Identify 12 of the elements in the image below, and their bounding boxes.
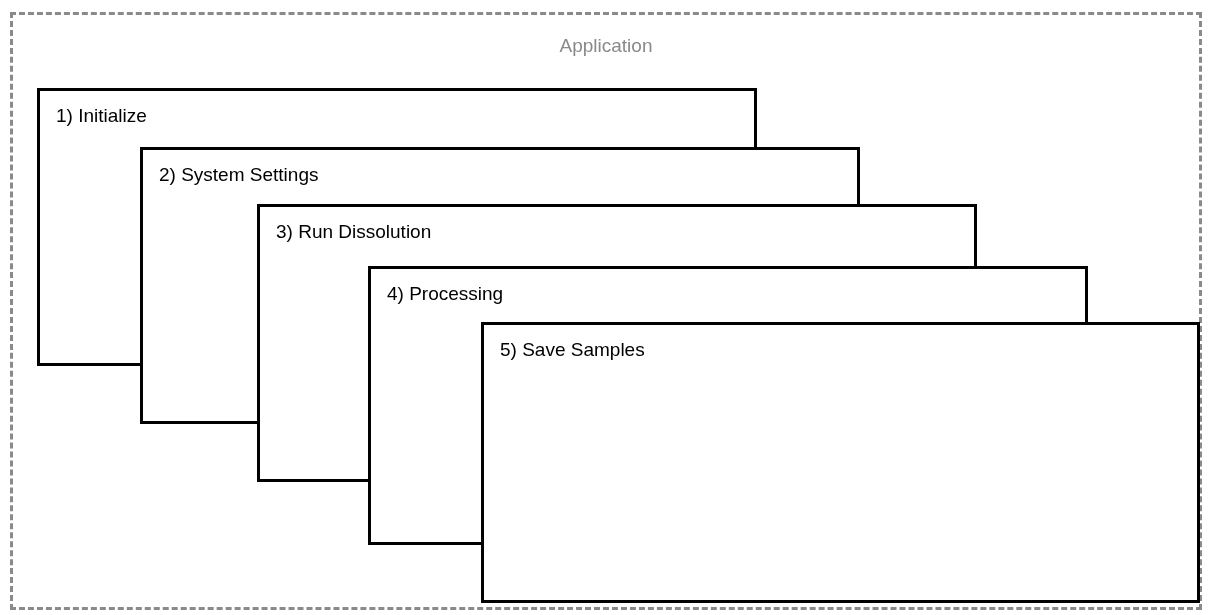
step-panel — [368, 266, 1088, 322]
step-panel — [140, 147, 860, 204]
step-panel — [481, 322, 1200, 603]
step-title: 2) System Settings — [159, 164, 319, 186]
group-title: Application — [558, 35, 654, 57]
step-title: 4) Processing — [387, 283, 504, 305]
group-frame — [10, 12, 1202, 610]
step-panel — [37, 88, 757, 147]
step-title: 3) Run Dissolution — [276, 221, 432, 243]
step-panel — [257, 204, 977, 266]
step-title: 1) Initialize — [56, 105, 147, 127]
step-title: 5) Save Samples — [500, 339, 645, 361]
